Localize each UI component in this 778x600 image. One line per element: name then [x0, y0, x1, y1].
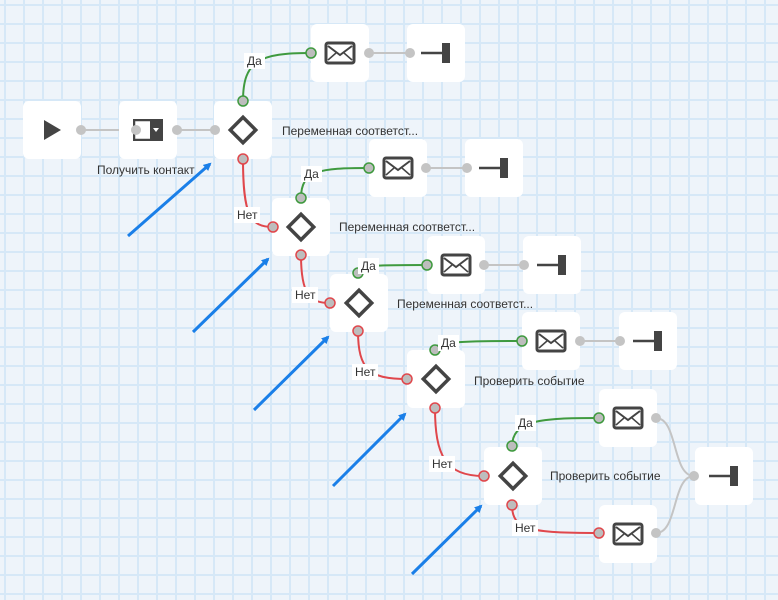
port[interactable] [479, 260, 489, 270]
port[interactable] [462, 163, 472, 173]
node-end3[interactable] [523, 236, 581, 294]
edge-label-no: Нет [292, 287, 319, 303]
envelope-icon [535, 329, 567, 353]
port-yes[interactable] [237, 95, 249, 107]
port[interactable] [364, 48, 374, 58]
edge-label-yes: Да [301, 166, 322, 182]
envelope-icon [440, 253, 472, 277]
port-no[interactable] [478, 470, 490, 482]
condition-diamond-icon [343, 287, 375, 319]
port[interactable] [172, 125, 182, 135]
edge-label-yes: Да [515, 415, 536, 431]
port-no[interactable] [324, 297, 336, 309]
port[interactable] [131, 125, 141, 135]
annotation-arrow [252, 335, 330, 412]
end-icon [709, 466, 738, 486]
condition-diamond-icon [497, 460, 529, 492]
port[interactable] [76, 125, 86, 135]
node-mail5[interactable] [599, 389, 657, 447]
edge-label-no: Нет [429, 456, 456, 472]
port[interactable] [615, 336, 625, 346]
edge-label-yes: Да [358, 258, 379, 274]
condition-diamond-icon [227, 114, 259, 146]
port-no[interactable] [237, 153, 249, 165]
node-label-cond2: Переменная соответст... [339, 220, 476, 234]
node-cond3[interactable] [330, 274, 388, 332]
port-yes[interactable] [295, 192, 307, 204]
port-no[interactable] [295, 249, 307, 261]
edge-label-yes: Да [438, 335, 459, 351]
port-no[interactable] [267, 221, 279, 233]
port-yes[interactable] [506, 440, 518, 452]
edge-mail5-end5 [655, 417, 695, 477]
envelope-icon [612, 522, 644, 546]
end-icon [421, 43, 450, 63]
node-mail3[interactable] [427, 236, 485, 294]
port-no[interactable] [352, 325, 364, 337]
envelope-icon [612, 406, 644, 430]
port-no[interactable] [506, 499, 518, 511]
node-label-cond5: Проверить событие [550, 469, 661, 483]
node-end1[interactable] [407, 24, 465, 82]
node-mail6[interactable] [599, 505, 657, 563]
edge-label-no: Нет [352, 364, 379, 380]
node-mail1[interactable] [311, 24, 369, 82]
edge-label-yes: Да [244, 53, 265, 69]
port-no[interactable] [401, 373, 413, 385]
annotation-arrow [191, 257, 270, 334]
condition-diamond-icon [420, 363, 452, 395]
condition-diamond-icon [285, 211, 317, 243]
annotation-arrow [127, 162, 212, 238]
port[interactable] [210, 125, 220, 135]
envelope-icon [382, 156, 414, 180]
node-get-contact[interactable] [119, 101, 177, 159]
port-yes[interactable] [305, 47, 317, 59]
node-cond5[interactable] [484, 447, 542, 505]
port-no[interactable] [593, 527, 605, 539]
port[interactable] [651, 413, 661, 423]
node-label-cond4: Проверить событие [474, 374, 585, 388]
node-cond2[interactable] [272, 198, 330, 256]
node-end2[interactable] [465, 139, 523, 197]
annotation-arrow [410, 504, 483, 576]
port-no[interactable] [429, 402, 441, 414]
end-icon [633, 331, 662, 351]
end-icon [479, 158, 508, 178]
end-icon [537, 255, 566, 275]
node-mail2[interactable] [369, 139, 427, 197]
port-yes[interactable] [421, 259, 433, 271]
node-end5[interactable] [695, 447, 753, 505]
node-label-get-contact: Получить контакт [97, 163, 195, 177]
port[interactable] [405, 48, 415, 58]
port[interactable] [651, 528, 661, 538]
edge-label-no: Нет [512, 520, 539, 536]
port-yes[interactable] [593, 412, 605, 424]
port[interactable] [689, 471, 699, 481]
annotation-arrow [331, 412, 407, 488]
envelope-icon [324, 41, 356, 65]
node-start[interactable] [23, 101, 81, 159]
port[interactable] [421, 163, 431, 173]
port[interactable] [519, 260, 529, 270]
edge-label-no: Нет [234, 207, 261, 223]
node-cond4[interactable] [407, 350, 465, 408]
edge-mail6-end5 [655, 475, 695, 534]
port-yes[interactable] [363, 162, 375, 174]
play-icon [44, 120, 61, 140]
node-label-cond1: Переменная соответст... [282, 124, 419, 138]
port[interactable] [575, 336, 585, 346]
node-end4[interactable] [619, 312, 677, 370]
node-label-cond3: Переменная соответст... [397, 297, 534, 311]
port-yes[interactable] [516, 335, 528, 347]
node-mail4[interactable] [522, 312, 580, 370]
node-cond1[interactable] [214, 101, 272, 159]
